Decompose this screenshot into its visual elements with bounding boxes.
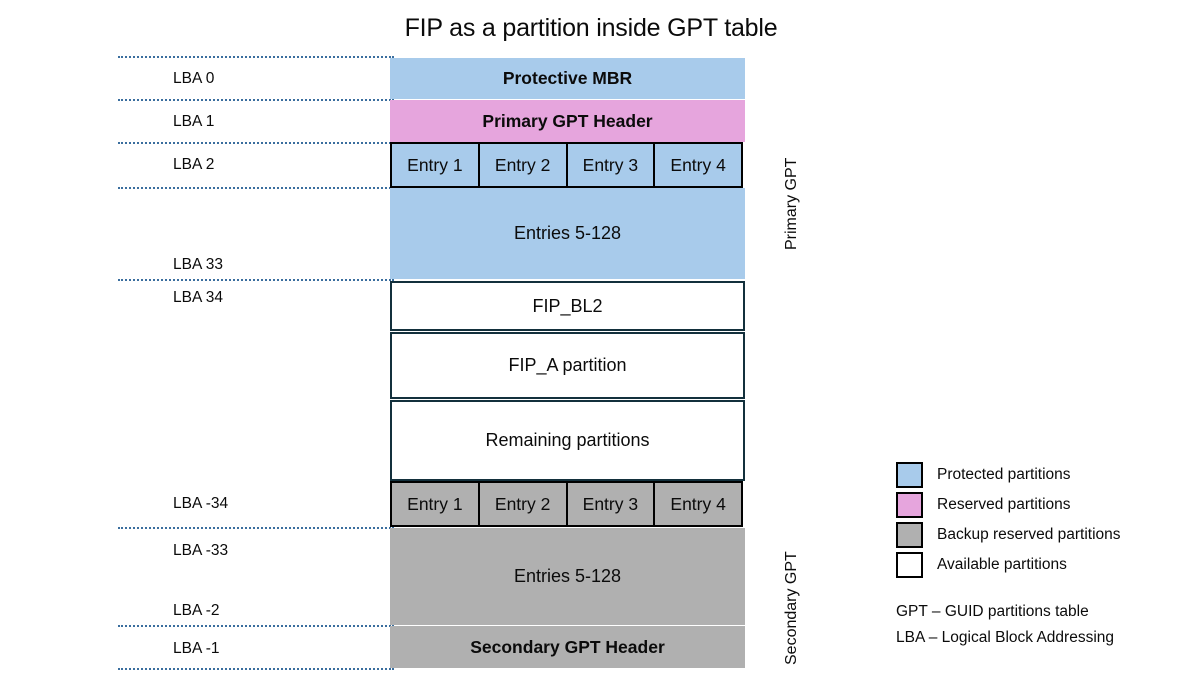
fip-bl2-label: FIP_BL2 [532,295,603,316]
gpt-entry-cell: Entry 1 [392,483,480,525]
lba-label: LBA -2 [173,602,220,619]
legend-item: Protected partitions [896,462,1071,488]
guide-line [118,99,394,101]
entries-5-128-primary: Entries 5-128 [390,188,745,279]
lba-label: LBA -33 [173,542,229,559]
gpt-entry-cell: Entry 4 [655,144,741,186]
remaining-partitions: Remaining partitions [390,400,745,481]
guide-line [118,187,394,189]
legend-item: Reserved partitions [896,492,1071,518]
lba-label: LBA 2 [173,156,215,173]
lba-label: LBA 34 [173,289,223,306]
guide-line [118,527,394,529]
fip-bl2: FIP_BL2 [390,281,745,331]
guide-line [118,56,394,58]
guide-line [118,625,394,627]
gpt-entry-cell: Entry 3 [567,483,656,525]
primary-gpt-side-label: Primary GPT [783,157,800,250]
legend-swatch-icon [896,552,923,578]
entries-5-128-secondary: Entries 5-128 [390,528,745,625]
guide-line [118,668,394,670]
lba-label: LBA 1 [173,113,215,130]
gpt-entry-cell: Entry 1 [392,144,480,186]
entries-5-128-primary-label: Entries 5-128 [513,223,622,243]
gpt-entry-cell: Entry 4 [655,483,741,525]
abbreviation-note: GPT – GUID partitions table [896,603,1089,620]
legend-item-label: Backup reserved partitions [937,526,1121,543]
secondary-gpt-header-label: Secondary GPT Header [470,636,665,657]
fip-a-partition: FIP_A partition [390,332,745,399]
protective-mbr: Protective MBR [390,58,745,99]
legend-item-label: Available partitions [937,556,1067,573]
secondary-gpt-header: Secondary GPT Header [390,626,745,668]
legend-swatch-icon [896,492,923,518]
gpt-entry-cell: Entry 3 [567,144,656,186]
guide-line [118,279,394,281]
guide-line [118,142,394,144]
legend-item-label: Reserved partitions [937,496,1071,513]
entries-5-128-secondary-label: Entries 5-128 [513,566,622,586]
abbreviation-note: LBA – Logical Block Addressing [896,629,1114,646]
legend-item: Available partitions [896,552,1067,578]
remaining-partitions-label: Remaining partitions [485,430,650,450]
primary-gpt-header: Primary GPT Header [390,100,745,142]
page-title: FIP as a partition inside GPT table [404,14,778,42]
legend-item-label: Protected partitions [937,466,1071,483]
primary-gpt-header-label: Primary GPT Header [482,110,653,131]
lba-label: LBA -1 [173,640,220,657]
lba-label: LBA -34 [173,495,229,512]
legend-swatch-icon [896,522,923,548]
lba-label: LBA 33 [173,256,223,273]
lba-label: LBA 0 [173,70,215,87]
fip-a-partition-label: FIP_A partition [508,355,627,375]
legend-swatch-icon [896,462,923,488]
secondary-gpt-side-label: Secondary GPT [783,551,800,665]
protective-mbr-label: Protective MBR [502,68,633,88]
gpt-entry-cell: Entry 2 [479,144,568,186]
gpt-entry-cell: Entry 2 [479,483,568,525]
legend-item: Backup reserved partitions [896,522,1121,548]
